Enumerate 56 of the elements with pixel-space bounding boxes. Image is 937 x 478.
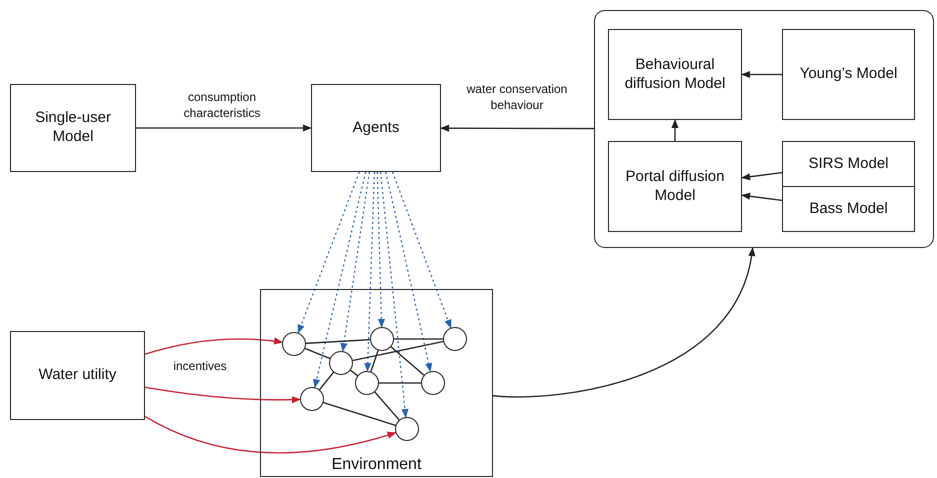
connector-line [370, 350, 379, 372]
network-node-circle [300, 387, 324, 411]
environment-label: Environment [332, 456, 422, 474]
arrow [364, 172, 376, 372]
model-box [10, 84, 136, 172]
connector-line [394, 338, 443, 340]
connector-line [350, 370, 358, 376]
model-box [782, 29, 915, 120]
arrow [741, 70, 782, 78]
arrow [340, 172, 370, 352]
arrow [741, 172, 782, 180]
arrow [298, 172, 360, 334]
network-node-circle [329, 351, 353, 375]
network-node-circle [421, 371, 445, 395]
arrow [671, 119, 679, 141]
arrow [376, 172, 386, 328]
model-box [10, 331, 145, 420]
arrow [380, 172, 409, 418]
connector-line [306, 339, 370, 344]
connector-line [352, 340, 444, 362]
model-box [608, 141, 742, 232]
arrow [144, 416, 396, 454]
arrow [144, 386, 301, 404]
network-node-circle [395, 417, 419, 441]
connector-line [390, 346, 424, 376]
arrow [313, 172, 366, 388]
connector-line [374, 392, 400, 420]
connector-line [304, 348, 330, 360]
environment-box [260, 289, 493, 477]
network-node-circle [355, 371, 379, 395]
arrow [440, 124, 594, 132]
node-label: Water utility [38, 366, 116, 385]
arrow [741, 192, 782, 202]
network-node-circle [370, 327, 394, 351]
connector-line [319, 372, 334, 390]
network-node-circle [443, 327, 467, 351]
node-label: Young’s Model [800, 65, 898, 84]
model-box [608, 29, 742, 120]
arrow [136, 124, 312, 132]
model-box [311, 84, 441, 172]
group-panel [594, 10, 934, 248]
network-node-circle [282, 332, 306, 356]
arrow [392, 172, 452, 329]
arrow [385, 172, 432, 372]
node-label: SIRS Model [808, 154, 889, 174]
node-label: Single-user Model [34, 109, 112, 147]
node-label: Agents [352, 118, 400, 138]
node-label: Behavioural diffusion Model [624, 56, 726, 94]
connector-line [323, 402, 396, 426]
node-label: Bass Model [809, 200, 888, 218]
node-label: Portal diffusion Model [624, 168, 726, 206]
arrow [492, 247, 754, 398]
model-box [782, 186, 915, 232]
model-box [782, 141, 915, 187]
connector-line [379, 382, 421, 384]
arrow [144, 338, 284, 355]
